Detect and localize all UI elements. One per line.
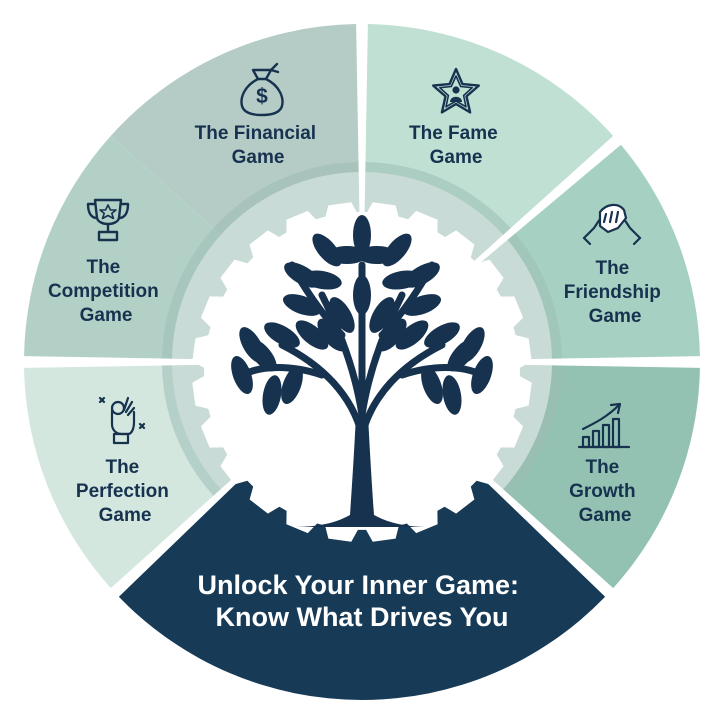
- center-title-line-1: Unlock Your Inner Game:: [197, 570, 519, 600]
- ok-hand-icon: [98, 396, 146, 445]
- growth-chart-icon: [577, 402, 631, 449]
- tree-leaf: [402, 294, 442, 316]
- tree-leaf: [421, 365, 443, 405]
- tree-icon: [231, 215, 493, 527]
- label-growth: The Growth Game: [569, 457, 641, 526]
- tree-leaf: [382, 233, 412, 267]
- tree-leaf: [262, 375, 282, 415]
- label-financial: The Financial Game: [195, 123, 322, 168]
- tree-leaf: [369, 297, 395, 333]
- tree-leaf: [442, 375, 462, 415]
- label-friendship-line-3: Game: [589, 306, 642, 327]
- center-title-line-2: Know What Drives You: [215, 602, 508, 632]
- label-fame: The Fame Game: [409, 123, 503, 168]
- tree-leaf: [312, 233, 342, 267]
- label-growth-line-2: Growth: [569, 481, 636, 502]
- tree-leaf: [329, 297, 355, 333]
- tree-leaf: [317, 318, 347, 352]
- tree-branch: [358, 341, 446, 439]
- tree-leaf: [404, 262, 440, 288]
- inner-ring-band: [364, 162, 511, 262]
- label-friendship-line-1: The: [595, 258, 629, 279]
- label-financial-line-2: Game: [232, 147, 285, 168]
- handshake-icon: [582, 203, 642, 246]
- label-growth-line-3: Game: [579, 505, 632, 526]
- label-perfection-line-2: Perfection: [76, 481, 169, 502]
- label-competition-line-3: Game: [80, 305, 133, 326]
- label-perfection-line-3: Game: [99, 505, 152, 526]
- segment-friendship: [507, 144, 700, 359]
- label-financial-line-1: The Financial: [195, 123, 316, 144]
- tree-trunk: [292, 415, 432, 527]
- tree-leaf: [459, 327, 485, 363]
- tree-leaf: [424, 322, 460, 348]
- money-bag-icon: $: [240, 62, 284, 117]
- tree-leaf: [395, 320, 429, 350]
- trophy-icon: [86, 198, 130, 242]
- label-perfection: The Perfection Game: [76, 457, 174, 526]
- inner-ring-band: [476, 233, 562, 360]
- label-friendship: The Friendship Game: [564, 258, 666, 327]
- label-friendship-line-2: Friendship: [564, 282, 661, 303]
- tree-leaf: [353, 215, 371, 255]
- tree-leaf: [353, 275, 371, 315]
- inner-ring-band: [213, 162, 360, 262]
- tree-leaf: [239, 327, 265, 363]
- label-fame-line-2: Game: [430, 147, 483, 168]
- tree-leaf: [284, 262, 320, 288]
- tree-leaf: [295, 320, 329, 350]
- label-fame-line-1: The Fame: [409, 123, 498, 144]
- segment-center-banner: [118, 466, 606, 701]
- star-person-icon: [432, 67, 480, 114]
- label-competition: The Competition Game: [48, 257, 164, 326]
- label-perfection-line-1: The: [105, 457, 139, 478]
- tree-leaf: [281, 365, 303, 405]
- tree-leaf: [377, 318, 407, 352]
- inner-ring-band: [162, 228, 251, 360]
- tree-leaf: [282, 294, 322, 316]
- center-title: Unlock Your Inner Game: Know What Drives…: [197, 570, 526, 632]
- tree-leaf: [231, 355, 253, 395]
- svg-text:$: $: [256, 85, 268, 108]
- tree-leaf: [471, 355, 493, 395]
- label-competition-line-1: The: [86, 257, 120, 278]
- tree-branch: [278, 341, 366, 439]
- label-competition-line-2: Competition: [48, 281, 159, 302]
- label-growth-line-1: The: [585, 457, 619, 478]
- tree-leaf: [264, 322, 300, 348]
